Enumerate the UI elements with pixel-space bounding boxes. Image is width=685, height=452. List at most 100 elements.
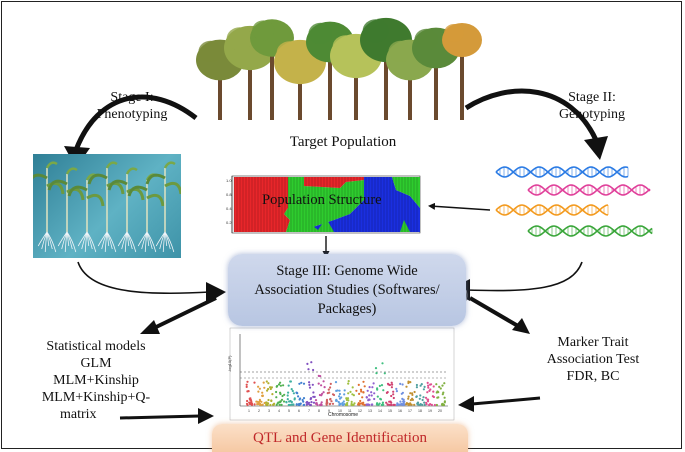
manhattan-point [248,401,251,404]
statistical-models-list: Statistical models GLM MLM+Kinship MLM+K… [28,338,164,423]
chromosome-tick: 15 [388,409,392,413]
manhattan-point [353,402,356,405]
manhattan-point [415,395,418,398]
manhattan-point [398,403,402,406]
tree-trunk [434,66,438,120]
qtl-label: QTL and Gene Identification [253,430,427,446]
manhattan-point [290,400,293,403]
manhattan-point [257,390,260,393]
tree-canopy [308,22,333,45]
manhattan-point [277,383,281,386]
manhattan-point [430,403,433,406]
manhattan-point [302,400,305,403]
manhattan-point [300,381,303,384]
manhattan-point [341,401,344,405]
manhattan-point [338,389,341,392]
manhattan-point [295,403,298,406]
stage2-label-line1: Stage II: [568,90,616,105]
population-structure-label: Population Structure [262,192,382,208]
marker-trait-line: Marker Trait [557,335,629,350]
manhattan-point [378,402,381,405]
manhattan-point [411,397,414,400]
manhattan-point [290,388,293,391]
manhattan-point [363,403,366,406]
manhattan-point [439,387,442,390]
tree-trunk [408,78,412,120]
manhattan-point [331,393,335,396]
manhattan-point [421,403,424,406]
arrow-icon [149,296,217,332]
manhattan-point [407,395,410,398]
dna-strand-icon [527,184,651,196]
chromosome-tick: 1 [248,409,250,413]
manhattan-point [312,401,316,404]
manhattan-point [321,392,324,395]
manhattan-point [298,402,301,406]
manhattan-point [327,388,330,391]
manhattan-point [253,403,256,406]
manhattan-point [328,403,331,406]
arrow-icon [77,261,211,295]
chromosome-tick: 2 [258,409,260,413]
manhattan-point [371,386,374,389]
manhattan-point [363,385,366,388]
manhattan-point [310,401,313,404]
pop-red-region [304,177,364,188]
manhattan-point [325,403,328,406]
manhattan-point [422,388,425,391]
manhattan-point [421,398,424,402]
manhattan-point [443,396,446,399]
manhattan-point [288,400,291,403]
manhattan-point [418,397,421,400]
manhattan-point [342,400,345,403]
manhattan-point [291,389,294,393]
manhattan-point [329,398,332,401]
manhattan-point [261,403,264,406]
manhattan-point [386,403,389,406]
manhattan-point [352,394,355,397]
manhattan-point [293,398,296,401]
manhattan-point [287,403,290,407]
manhattan-point [433,403,436,407]
manhattan-point [335,399,338,402]
manhattan-point [309,398,312,401]
manhattan-point [320,384,323,387]
stat-model-line: Statistical models [46,339,146,354]
manhattan-point [256,400,259,403]
manhattan-point [246,380,249,383]
manhattan-point [275,396,278,399]
manhattan-point [289,380,292,383]
manhattan-point [413,390,416,394]
manhattan-point [269,403,272,407]
seedlings-photo [33,154,181,258]
manhattan-point [299,402,302,405]
svg-text:-log10(P): -log10(P) [227,355,232,372]
stat-model-line: GLM [80,356,112,371]
manhattan-point [432,390,435,393]
manhattan-point [317,382,320,385]
manhattan-point [362,380,365,383]
manhattan-point [376,388,379,391]
manhattan-point [425,401,428,404]
manhattan-point [431,395,434,398]
manhattan-point [310,361,313,364]
manhattan-point [385,401,388,404]
manhattan-point [245,383,248,386]
manhattan-point [267,398,270,402]
manhattan-point [330,400,333,403]
arrow-icon [464,88,599,142]
manhattan-point [261,394,264,398]
manhattan-point [373,392,376,395]
manhattan-point [381,401,384,404]
manhattan-point [246,403,249,407]
manhattan-point [429,388,432,391]
manhattan-point [423,403,426,407]
stage3-box [228,254,466,326]
manhattan-point [306,362,309,365]
chromosome-tick: 14 [378,409,382,413]
arrow-icon [468,296,520,328]
manhattan-point [436,396,439,399]
manhattan-point [351,386,354,389]
manhattan-point [343,393,346,396]
